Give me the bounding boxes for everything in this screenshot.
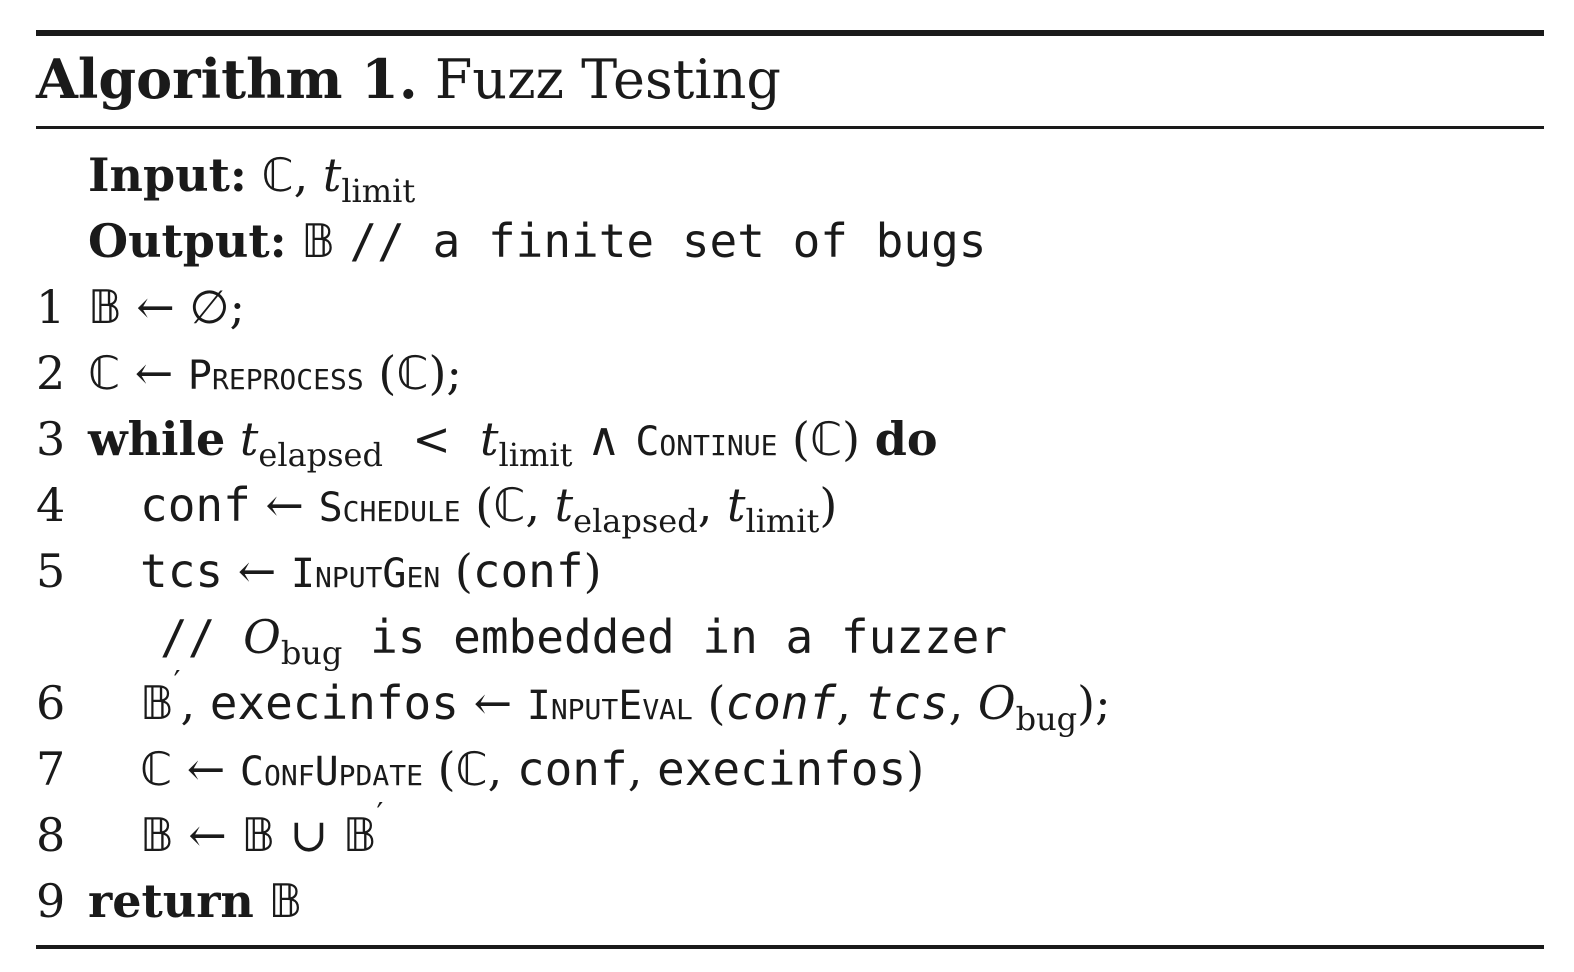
set-b-symbol: 𝔹 bbox=[268, 874, 303, 928]
set-c-symbol: ℂ bbox=[140, 742, 173, 796]
set-b-symbol: 𝔹 bbox=[88, 280, 122, 334]
union-symbol: ∪ bbox=[289, 808, 329, 862]
assign-arrow: ← bbox=[265, 478, 304, 532]
comment-text: is embedded in a fuzzer bbox=[342, 610, 1008, 664]
set-b-symbol: 𝔹 bbox=[140, 676, 174, 730]
top-rule bbox=[36, 30, 1544, 36]
prime-symbol: ′ bbox=[376, 797, 384, 832]
set-c-symbol: ℂ bbox=[88, 346, 121, 400]
line-number: 2 bbox=[36, 346, 66, 400]
t-sub: elapsed bbox=[573, 502, 698, 541]
variable-name: tcs bbox=[140, 544, 224, 598]
and-symbol: ∧ bbox=[587, 412, 621, 466]
caption-title: Fuzz Testing bbox=[434, 48, 781, 111]
empty-set-symbol: ∅ bbox=[189, 280, 230, 334]
line-number: 8 bbox=[36, 808, 66, 862]
variable-name: execinfos bbox=[209, 676, 459, 730]
assign-arrow: ← bbox=[186, 742, 226, 796]
assign-arrow: ← bbox=[134, 346, 174, 400]
line-number: 1 bbox=[36, 280, 66, 334]
output-comment: // a finite set of bugs bbox=[349, 214, 987, 268]
algorithm-caption: Algorithm 1. Fuzz Testing bbox=[36, 44, 781, 115]
t-var: t bbox=[480, 412, 499, 466]
set-c-symbol: ℂ bbox=[493, 478, 526, 532]
function-name: Continue bbox=[635, 419, 778, 465]
comment-prefix: // bbox=[160, 610, 244, 664]
input-label: Input: bbox=[88, 148, 247, 202]
function-name: Preprocess bbox=[187, 353, 364, 399]
t-sub: limit bbox=[745, 502, 820, 541]
t-sub: limit bbox=[341, 172, 416, 211]
t-var: t bbox=[726, 478, 746, 532]
argument: conf bbox=[472, 544, 584, 598]
oracle-sub: bug bbox=[280, 634, 343, 673]
variable-name: conf bbox=[140, 478, 251, 532]
assign-arrow: ← bbox=[188, 808, 227, 862]
line-number: 7 bbox=[36, 742, 66, 796]
line-number: 9 bbox=[36, 874, 66, 928]
set-c-symbol: ℂ bbox=[261, 148, 294, 202]
set-b-symbol: 𝔹 bbox=[342, 808, 377, 862]
caption-label: Algorithm 1. bbox=[36, 47, 418, 111]
function-name: InputGen bbox=[290, 551, 441, 597]
line-number: 4 bbox=[36, 478, 66, 532]
set-b-symbol: 𝔹 bbox=[301, 214, 335, 268]
function-name: InputEval bbox=[526, 683, 693, 729]
line-number: 3 bbox=[36, 412, 66, 466]
bottom-rule bbox=[36, 945, 1544, 949]
t-sub: elapsed bbox=[258, 436, 383, 475]
keyword-while: while bbox=[88, 412, 226, 466]
output-label: Output: bbox=[88, 214, 287, 268]
assign-arrow: ← bbox=[136, 280, 175, 334]
less-than-symbol: < bbox=[412, 412, 451, 466]
argument: conf bbox=[516, 742, 628, 796]
assign-arrow: ← bbox=[237, 544, 277, 598]
line-number: 5 bbox=[36, 544, 66, 598]
t-var: t bbox=[239, 412, 259, 466]
argument: tcs bbox=[865, 676, 949, 730]
keyword-return: return bbox=[88, 874, 254, 928]
function-name: ConfUpdate bbox=[239, 749, 423, 795]
keyword-do: do bbox=[874, 412, 938, 466]
prime-symbol: ′ bbox=[173, 665, 181, 700]
oracle-symbol: O bbox=[977, 676, 1016, 730]
line-number: 6 bbox=[36, 676, 66, 730]
function-name: Schedule bbox=[318, 485, 461, 531]
argument: conf bbox=[725, 676, 837, 730]
set-c-symbol: ℂ bbox=[455, 742, 488, 796]
assign-arrow: ← bbox=[473, 676, 513, 730]
oracle-sub: bug bbox=[1015, 700, 1078, 739]
argument: execinfos bbox=[656, 742, 907, 796]
set-b-symbol: 𝔹 bbox=[241, 808, 276, 862]
t-sub: limit bbox=[498, 436, 573, 475]
set-b-symbol: 𝔹 bbox=[140, 808, 174, 862]
set-c-symbol: ℂ bbox=[810, 412, 843, 466]
t-var: t bbox=[322, 148, 342, 202]
oracle-symbol: O bbox=[243, 610, 281, 664]
caption-rule bbox=[36, 126, 1544, 129]
t-var: t bbox=[554, 478, 574, 532]
set-c-symbol: ℂ bbox=[396, 346, 429, 400]
